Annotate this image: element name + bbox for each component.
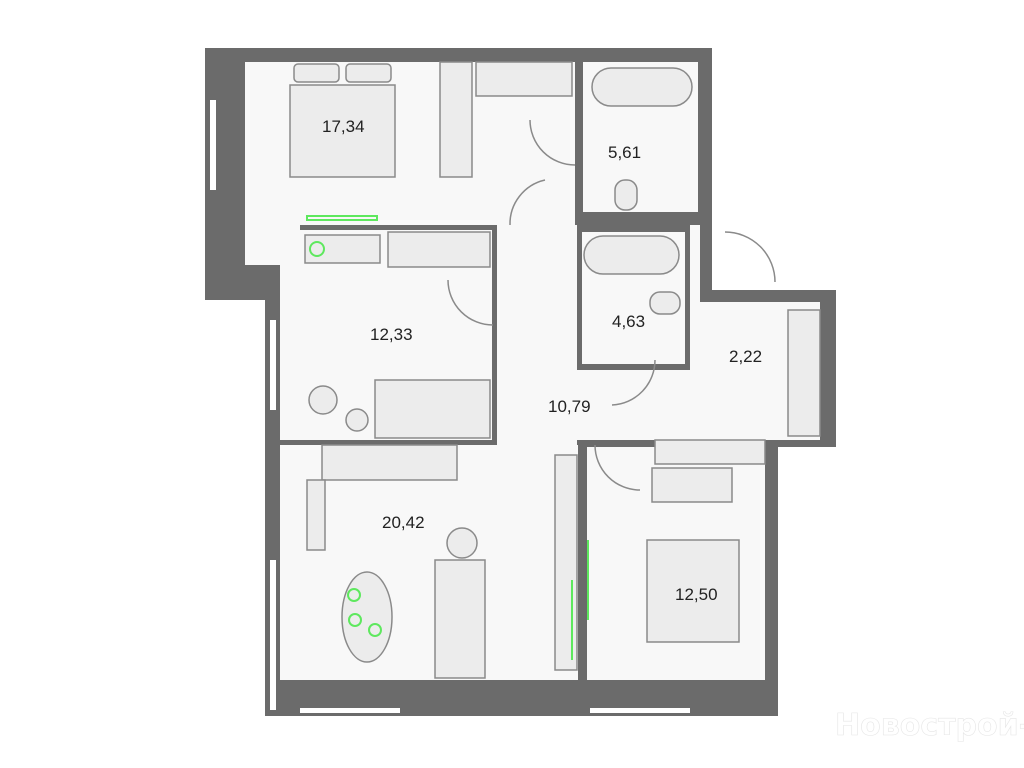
lamp-icon (309, 241, 325, 257)
plate-icon (348, 613, 362, 627)
room-hallway-ext (575, 370, 700, 440)
tv-stand-icon (306, 215, 378, 221)
kitchen-cabinet-icon (306, 479, 326, 551)
window (270, 560, 276, 710)
door-icon (529, 119, 576, 166)
area-label-room-2: 12,33 (370, 325, 413, 344)
area-label-hallway: 10,79 (548, 397, 591, 416)
door-icon (447, 279, 494, 326)
plate-icon (368, 623, 382, 637)
area-label-bathroom-1: 5,61 (608, 143, 641, 162)
window (210, 100, 216, 190)
area-label-balcony: 2,22 (729, 347, 762, 366)
room-kitchen-living (280, 445, 578, 680)
pillow-icon (345, 63, 392, 83)
area-label-bedroom-2: 12,50 (675, 585, 718, 604)
bed-icon (646, 539, 740, 643)
pillow-icon (293, 63, 340, 83)
bathtub-icon (583, 235, 680, 275)
watermark: Новострой-М (835, 708, 1024, 743)
area-label-bathroom-2: 4,63 (612, 312, 645, 331)
round-table-icon (446, 527, 478, 559)
area-label-kitchen-living: 20,42 (382, 513, 425, 532)
sofa-icon (374, 379, 491, 439)
plate-icon (347, 588, 361, 602)
dining-table-icon (341, 571, 393, 663)
door-icon (611, 359, 656, 406)
chair-icon (308, 385, 338, 415)
kitchen-counter-icon (321, 444, 458, 481)
wardrobe-icon (439, 61, 473, 178)
window (590, 708, 690, 713)
door-icon (724, 231, 776, 283)
door-icon (509, 179, 546, 226)
room-hallway-link (690, 225, 700, 375)
bed-icon (289, 84, 396, 178)
stool-icon (345, 408, 369, 432)
toilet-icon (649, 291, 681, 315)
wardrobe-icon (787, 309, 821, 437)
bathtub-icon (591, 67, 693, 107)
wardrobe-icon (654, 439, 766, 465)
window (300, 708, 400, 713)
wardrobe-icon (387, 231, 491, 268)
window (270, 320, 276, 410)
toilet-icon (614, 179, 638, 211)
sofa-icon (434, 559, 486, 679)
door-icon (594, 444, 641, 491)
wardrobe-icon (554, 454, 578, 671)
area-label-bedroom-1: 17,34 (322, 117, 365, 136)
desk-icon (304, 234, 381, 264)
wardrobe-icon (475, 61, 573, 97)
wardrobe-icon (651, 467, 733, 503)
